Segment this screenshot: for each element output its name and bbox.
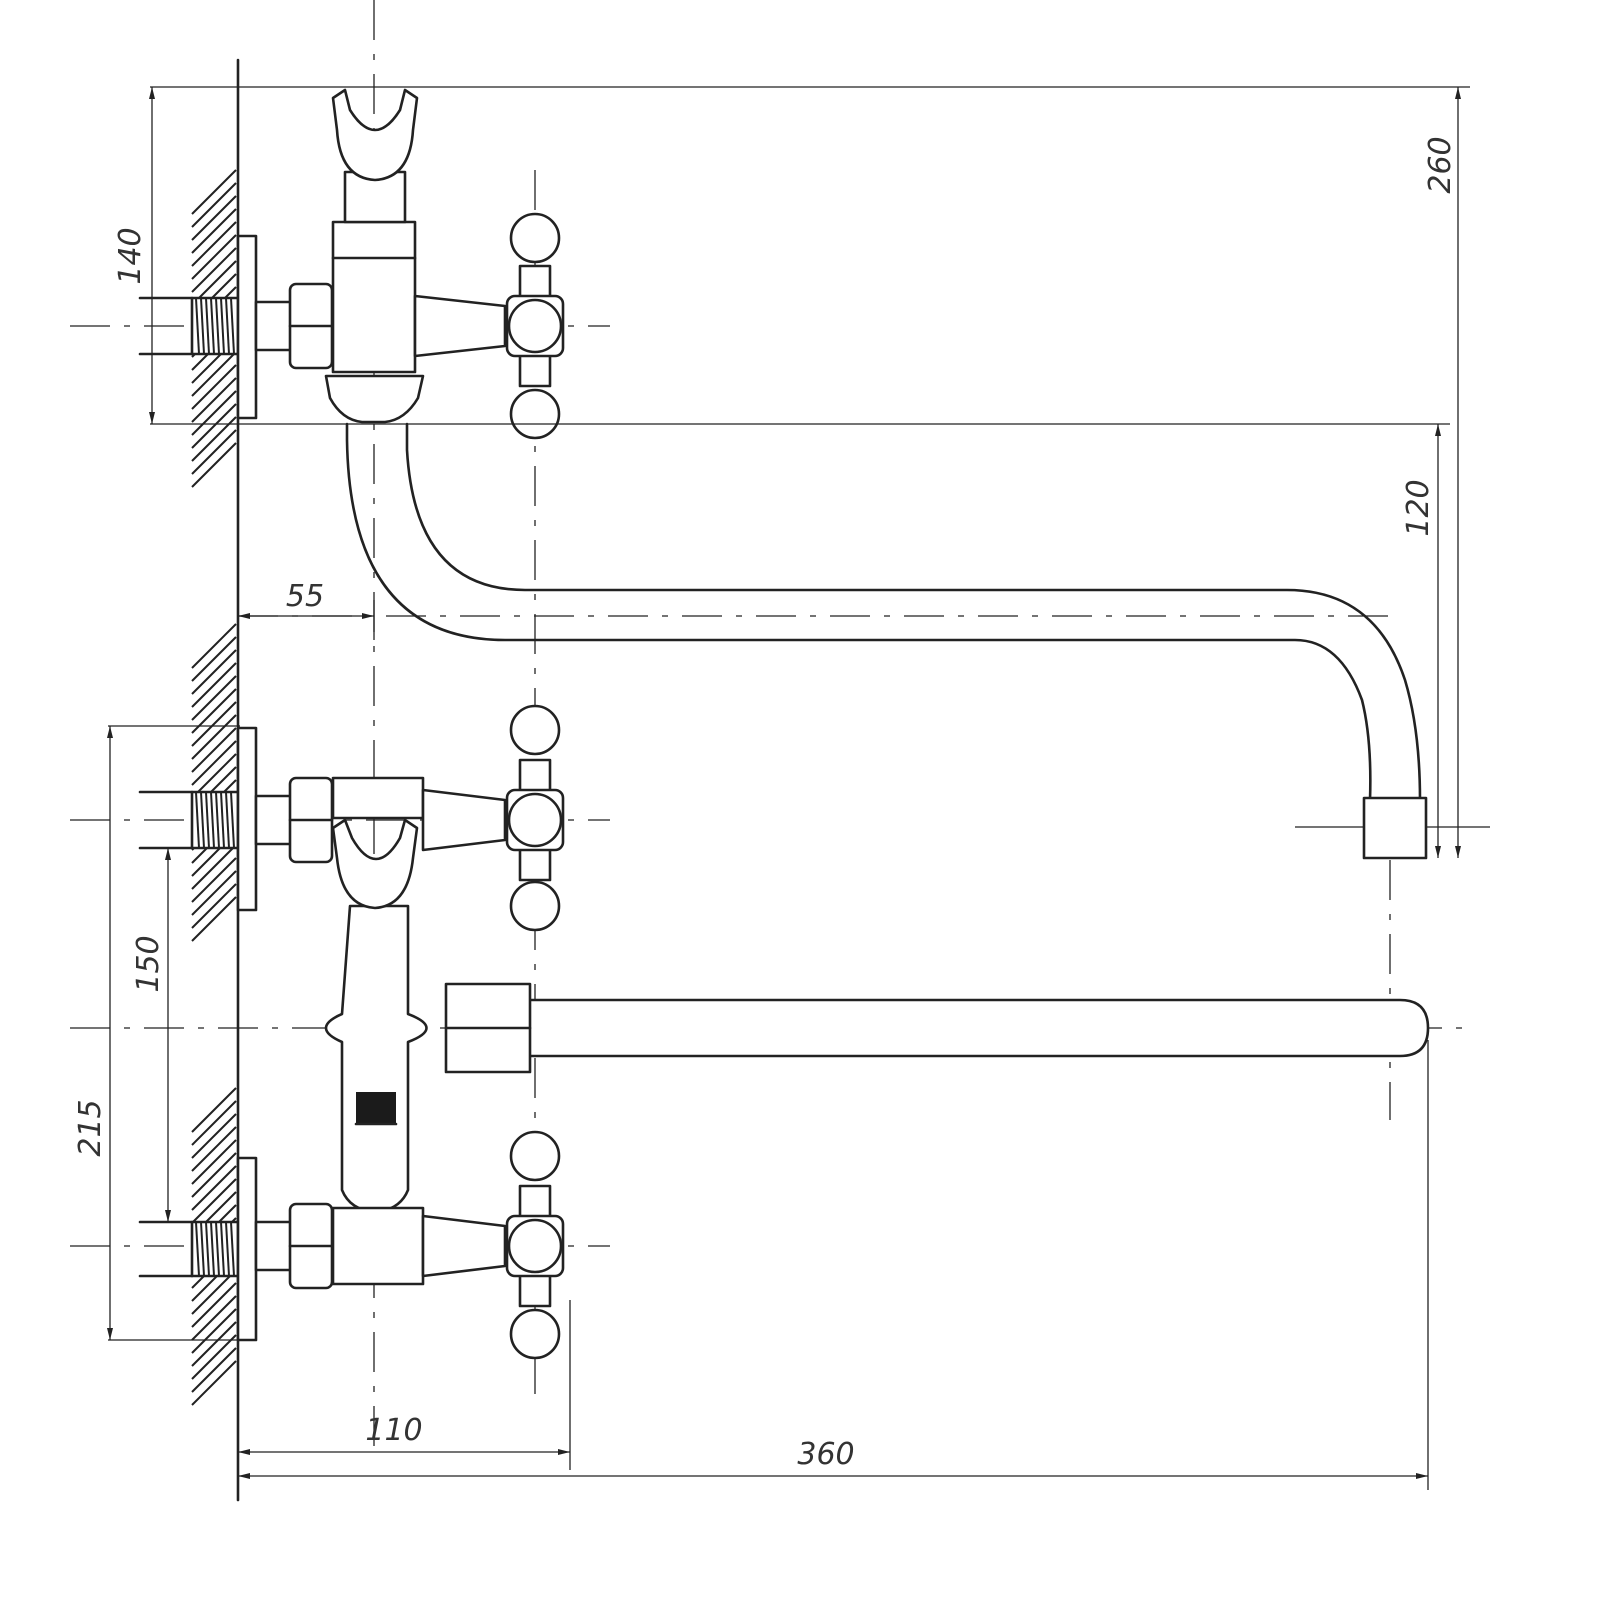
wall-flange-bottom (236, 1156, 258, 1342)
dimension-215-label: 215 (73, 1099, 108, 1156)
valve-stem-top (413, 294, 507, 358)
valve-stem-middle (421, 788, 507, 852)
union-nut-top (288, 282, 334, 370)
wall-hatch-middle (191, 623, 237, 942)
dimension-120-label: 120 (1401, 479, 1436, 536)
faucet-body-side (324, 904, 428, 1214)
hose-outlet-thread (356, 1092, 396, 1124)
valve-stem-bottom (421, 1214, 507, 1278)
thread-connector-top (138, 296, 240, 356)
wall-flange-middle (236, 726, 258, 912)
straight-spout-side (444, 982, 1430, 1074)
upper-faucet-view (138, 88, 565, 440)
thread-connector-bottom (138, 1220, 240, 1278)
shower-holder-side (331, 818, 419, 910)
cross-handle-bottom (505, 1130, 565, 1360)
faucet-body-top (331, 220, 417, 374)
dimension-260-label: 260 (1423, 136, 1458, 193)
eccentric-pipe-bottom (254, 1220, 294, 1272)
s-shaped-spout (345, 422, 1428, 860)
dimension-55-label: 55 (286, 579, 324, 614)
dimension-140-label: 140 (113, 227, 148, 284)
upper-cross-body (331, 776, 425, 820)
spout-collar-top (324, 374, 425, 424)
wall-flange-top (236, 234, 258, 420)
spout-outlet-aerator (1362, 796, 1428, 860)
wall (191, 58, 240, 1502)
union-nut-bottom (288, 1202, 334, 1290)
dimension-360-label: 360 (797, 1437, 854, 1472)
eccentric-pipe-middle (254, 794, 294, 846)
dimension-110-label: 110 (365, 1413, 422, 1448)
cross-handle-middle (505, 704, 565, 932)
union-nut-middle (288, 776, 334, 864)
thread-connector-middle (138, 790, 240, 850)
cross-handle-top (505, 212, 565, 440)
lower-faucet-view (138, 704, 1430, 1360)
eccentric-pipe-top (254, 300, 294, 352)
lower-cross-body (331, 1206, 425, 1286)
dimensions: 260 140 120 55 150 215 110 360 (73, 86, 1470, 1490)
shower-holder-top (331, 88, 419, 224)
dimension-150-label: 150 (131, 935, 166, 992)
